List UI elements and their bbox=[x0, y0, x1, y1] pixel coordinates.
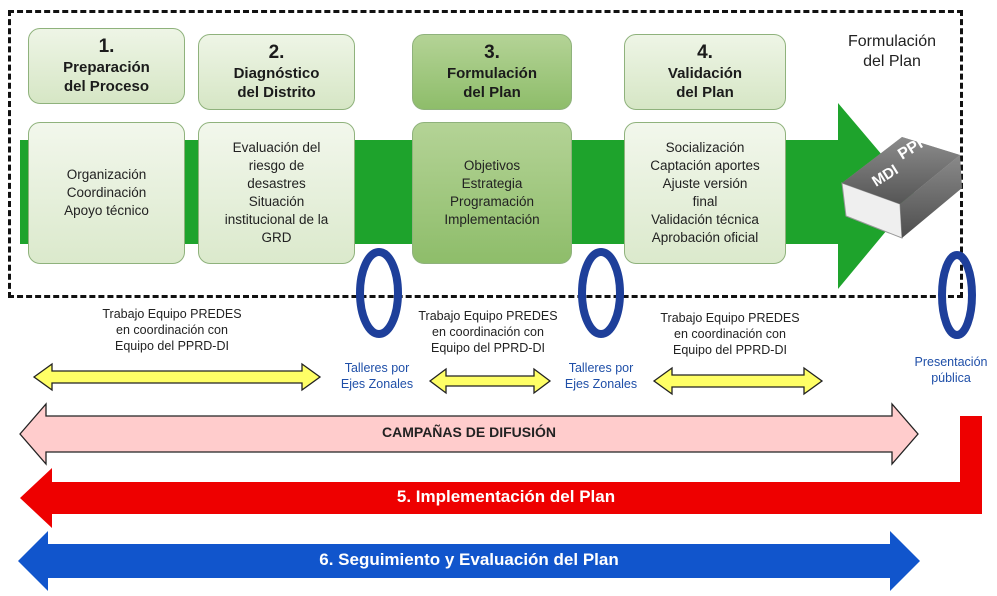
team-note-line: en coordinación con bbox=[432, 325, 544, 339]
monitoring-label: 6. Seguimiento y Evaluación del Plan bbox=[319, 550, 619, 569]
formulation-plan-label: Formulación del Plan bbox=[833, 32, 951, 72]
monitoring-arrow bbox=[18, 531, 920, 591]
workshop-label-2: Talleres por Ejes Zonales bbox=[546, 360, 656, 392]
stage-1-number: 1. bbox=[98, 36, 115, 57]
formulation-frame bbox=[8, 10, 963, 298]
stage-1-item: Apoyo técnico bbox=[64, 203, 149, 218]
stage-3-title-line1: Formulación bbox=[446, 65, 537, 82]
team-note-line: Equipo del PPRD-DI bbox=[115, 339, 229, 353]
stage-1-title-line2: del Proceso bbox=[63, 78, 150, 95]
stage-2-item: GRD bbox=[261, 230, 292, 245]
campaigns-arrow bbox=[19, 402, 919, 466]
stage-1-item: Coordinación bbox=[66, 185, 147, 200]
team-note-line: en coordinación con bbox=[674, 327, 786, 341]
campaigns-label: CAMPAÑAS DE DIFUSIÓN bbox=[382, 424, 556, 440]
workshop-ring-1 bbox=[356, 248, 402, 338]
stage-2-item: institucional de la bbox=[224, 212, 329, 227]
presentation-ring bbox=[938, 251, 976, 339]
presentation-label-line: pública bbox=[931, 371, 971, 385]
presentation-label-line: Presentación bbox=[914, 355, 988, 369]
pprrd-book-icon: PPRRD MDI bbox=[841, 119, 962, 239]
stage-4-item: Validación técnica bbox=[651, 212, 759, 227]
stage-2-item: desastres bbox=[247, 176, 306, 191]
stage-4-body: Socialización Captación aportes Ajuste v… bbox=[624, 122, 786, 264]
workshop-ring-2 bbox=[578, 248, 624, 338]
stage-1-header: 1. Preparación del Proceso bbox=[28, 28, 185, 104]
stage-4-item: final bbox=[692, 194, 718, 209]
stage-2-title-line1: Diagnóstico bbox=[233, 65, 320, 82]
stage-1-item: Organización bbox=[66, 167, 147, 182]
team-note-line: Trabajo Equipo PREDES bbox=[102, 307, 242, 321]
team-note-3: Trabajo Equipo PREDES en coordinación co… bbox=[630, 310, 830, 358]
stage-3-item: Estrategia bbox=[461, 176, 523, 191]
formulation-label-line2: del Plan bbox=[863, 53, 921, 70]
team-note-line: Trabajo Equipo PREDES bbox=[660, 311, 800, 325]
workshop-label-1: Talleres por Ejes Zonales bbox=[322, 360, 432, 392]
stage-4-item: Ajuste versión bbox=[662, 176, 748, 191]
workshop-label-line: Ejes Zonales bbox=[564, 377, 638, 391]
stage-2-item: Situación bbox=[248, 194, 305, 209]
team-note-line: Equipo del PPRD-DI bbox=[431, 341, 545, 355]
stage-2-body: Evaluación del riesgo de desastres Situa… bbox=[198, 122, 355, 264]
yellow-arrow-2 bbox=[428, 367, 552, 395]
stage-2-item: Evaluación del bbox=[232, 140, 321, 155]
formulation-label-line1: Formulación bbox=[847, 33, 937, 50]
stage-4-item: Aprobación oficial bbox=[651, 230, 759, 245]
stage-2-header: 2. Diagnóstico del Distrito bbox=[198, 34, 355, 110]
stage-3-item: Implementación bbox=[444, 212, 540, 227]
stage-2-item: riesgo de bbox=[248, 158, 305, 173]
implementation-label: 5. Implementación del Plan bbox=[396, 487, 616, 506]
team-note-1: Trabajo Equipo PREDES en coordinación co… bbox=[72, 306, 272, 354]
team-note-line: en coordinación con bbox=[116, 323, 228, 337]
stage-3-body: Objetivos Estrategia Programación Implem… bbox=[412, 122, 572, 264]
stage-3-title-line2: del Plan bbox=[463, 84, 521, 101]
workshop-label-line: Talleres por bbox=[568, 361, 634, 375]
stage-2-number: 2. bbox=[268, 42, 285, 63]
stage-2-title-line2: del Distrito bbox=[237, 84, 316, 101]
team-note-2: Trabajo Equipo PREDES en coordinación co… bbox=[396, 308, 580, 356]
yellow-arrow-3 bbox=[652, 366, 824, 396]
presentation-label: Presentación pública bbox=[906, 354, 996, 386]
stage-3-item: Objetivos bbox=[463, 158, 521, 173]
workshop-label-line: Talleres por bbox=[344, 361, 410, 375]
stage-3-header: 3. Formulación del Plan bbox=[412, 34, 572, 110]
implementation-arrow bbox=[20, 416, 982, 528]
workshop-label-line: Ejes Zonales bbox=[340, 377, 414, 391]
stage-4-title-line1: Validación bbox=[667, 65, 743, 82]
stage-1-title-line1: Preparación bbox=[63, 59, 150, 76]
stage-3-item: Programación bbox=[449, 194, 535, 209]
stage-4-number: 4. bbox=[697, 42, 713, 63]
team-note-line: Equipo del PPRD-DI bbox=[673, 343, 787, 357]
stage-4-item: Socialización bbox=[665, 140, 745, 155]
stage-3-number: 3. bbox=[484, 42, 500, 63]
stage-1-body: Organización Coordinación Apoyo técnico bbox=[28, 122, 185, 264]
stage-4-header: 4. Validación del Plan bbox=[624, 34, 786, 110]
stage-4-title-line2: del Plan bbox=[676, 84, 734, 101]
yellow-arrow-1 bbox=[32, 362, 322, 392]
stage-4-item: Captación aportes bbox=[650, 158, 760, 173]
team-note-line: Trabajo Equipo PREDES bbox=[418, 309, 558, 323]
